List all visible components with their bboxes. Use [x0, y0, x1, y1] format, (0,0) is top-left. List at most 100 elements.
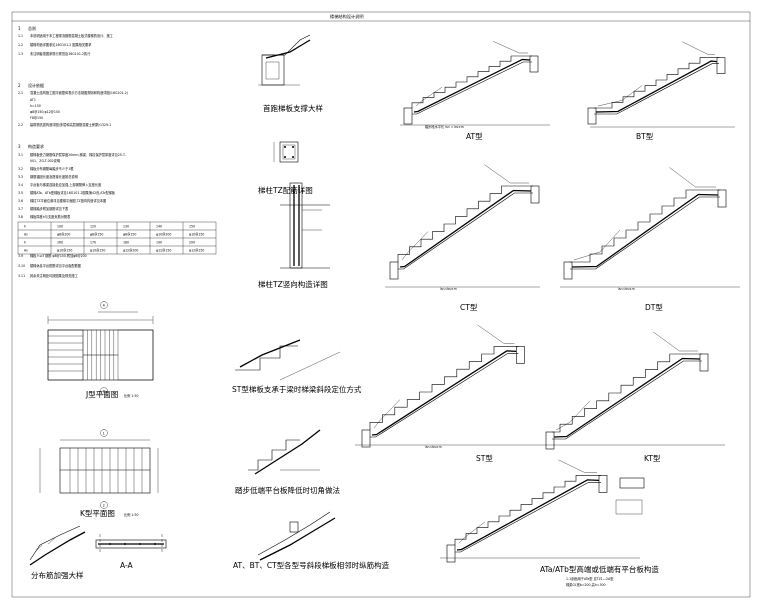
- axis-b-label: B: [103, 390, 105, 394]
- note-3-11-num: 3.11: [18, 274, 25, 278]
- tread-cut-detail: 踏步低端平台板降低时切角做法: [235, 429, 340, 495]
- ct-section: lsn=bs×m CT型: [385, 164, 540, 312]
- caption-tread-cut: 踏步低端平台板降低时切角做法: [235, 485, 340, 495]
- note-3-8-num: 3.8: [18, 215, 23, 219]
- caption-ata: ATa/ATb型高端或低端有平台板构造: [540, 564, 659, 574]
- note-1-2-num: 1.2: [18, 43, 23, 47]
- note-3-1-num: 3.1: [18, 153, 23, 157]
- caption-kt: KT型: [644, 454, 661, 463]
- caption-dist: 分布筋加强大样: [31, 570, 84, 580]
- note-1-1: 本说明适用于本工程现浇钢筋混凝土板式楼梯的设计、施工: [30, 33, 114, 38]
- table-cell: As: [24, 249, 28, 253]
- table-cell: 130: [123, 225, 129, 229]
- table-cell: 150: [189, 225, 195, 229]
- j-type-plan: A B J型平面图 比例 1:50: [47, 301, 154, 399]
- note-3-2-num: 3.2: [18, 167, 23, 171]
- note-3-8: 梯板厚度h与支座负筋对照表: [30, 214, 71, 219]
- st-fix-detail: ST型梯板支承于梁时梯梁斜段定位方式: [232, 339, 362, 394]
- k-type-plan: 1 2 K型平面图 比例 1:50: [39, 429, 159, 518]
- note-3-10-num: 3.10: [18, 264, 25, 268]
- note-s1-num: 1: [18, 26, 21, 31]
- table-cell: h: [24, 225, 26, 229]
- note-3-1b: 001、ZG-T-002说明: [30, 158, 60, 163]
- ata-atb-section: ATa/ATb型高端或低端有平台板构造 1-1剖面用于ATa型 见TZ1—2A型…: [440, 459, 659, 587]
- table-cell: φ12@150: [156, 249, 171, 253]
- note-2-2-num: 2.2: [18, 123, 23, 127]
- note-3-5-num: 3.5: [18, 191, 23, 195]
- table-cell: 160: [57, 241, 63, 245]
- caption-tz-vertical: 梯柱TZ竖向构造详图: [258, 279, 328, 289]
- st-section: lsn=bs×m ST型: [355, 324, 540, 463]
- note-3-4-num: 3.4: [18, 183, 23, 187]
- kt-section: KT型: [540, 331, 725, 463]
- note-3-10: 楼梯休息平台配筋详见平台板配筋图: [30, 263, 81, 268]
- general-notes-tail: 3.9 梯板 h≥3 钢筋 φ8@150,附加φ6@200 3.10 楼梯休息平…: [18, 253, 87, 278]
- note-2-line-3: φ8@150;φ12@150: [30, 110, 60, 114]
- k-plan-scale: 比例 1:50: [124, 512, 139, 517]
- note-1-2: 楼梯构造详图参见16G101-2 图集相关要求: [30, 42, 92, 47]
- table-cell: As: [24, 233, 28, 237]
- caption-aa: A-A: [120, 561, 134, 570]
- aa-section: A-A: [95, 534, 167, 570]
- axis-bubble-a: [100, 301, 108, 309]
- at-span-label: 踏步段水平长 lsn = bs×m: [425, 124, 464, 129]
- table-cell: φ8@200: [57, 233, 70, 237]
- j-plan-scale: 比例 1:50: [124, 393, 139, 398]
- bt-section: BT型: [587, 41, 735, 141]
- sheet-title: 楼梯结构设计说明: [330, 13, 364, 20]
- note-2-2: 建筑物抗震构造详图(多层和高层钢筋混凝土房屋)G329-1: [30, 122, 111, 127]
- table-cell: h: [24, 241, 26, 245]
- note-1-1-num: 1.1: [18, 34, 23, 38]
- st-span-label: lsn=bs×m: [425, 445, 442, 449]
- at-section: 踏步段水平长 lsn = bs×m AT型: [400, 41, 550, 141]
- table-cell: 190: [156, 241, 162, 245]
- table-cell: 180: [123, 241, 129, 245]
- note-1-3-num: 1.3: [18, 52, 23, 56]
- table-cell: φ8@150: [90, 233, 103, 237]
- longbar-detail: AT、BT、CT型各型号斜段梯板相邻时纵筋构造: [233, 511, 390, 570]
- table-cell: 120: [90, 225, 96, 229]
- note-3-7: 楼梯踏步附加钢筋详见下表: [30, 206, 69, 211]
- note-3-9-num: 3.9: [18, 254, 23, 258]
- caption-k-plan: K型平面图: [80, 509, 115, 518]
- note-3-1: 楼梯板受力钢筋保护层厚度20mm,梯梁、梯柱保护层厚度详见25-T-: [30, 152, 126, 157]
- caption-dt: DT型: [645, 303, 663, 312]
- caption-st-fix: ST型梯板支承于梁时梯梁斜段定位方式: [232, 384, 362, 394]
- caption-ct: CT型: [460, 303, 478, 312]
- axis-2-label: 2: [103, 504, 105, 508]
- note-3-3: 钢筋锚固长度及搭接长度按总说明: [30, 174, 78, 179]
- distribution-rebar-detail: 分布筋加强大样: [29, 525, 86, 580]
- dt-span-label: lsn=bs×m: [618, 287, 635, 291]
- caption-j-plan: J型平面图: [85, 390, 118, 399]
- table-cell: φ10@150: [189, 233, 204, 237]
- note-2-line-2: h=150: [30, 104, 41, 108]
- table-cell: φ12@150: [189, 249, 204, 253]
- table-cell: 140: [156, 225, 162, 229]
- note-3-3-num: 3.3: [18, 175, 23, 179]
- first-step-support-detail: 首跑梯板支撑大样: [258, 34, 323, 113]
- caption-at: AT型: [466, 132, 483, 141]
- tz-rebar-detail: 梯柱TZ配筋详图: [258, 141, 313, 195]
- axis-bubble-b: [100, 387, 108, 395]
- axis-1-label: 1: [103, 432, 105, 436]
- ata-note: 1-1剖面用于ATa型 见TZ1—2A型: [566, 576, 614, 581]
- note-3-4: 平台板与梯梁连接处应加强,上部钢筋伸入支座长度: [30, 182, 102, 187]
- note-1-3: 未注明者按国家现行规范及16G101-2执行: [30, 51, 91, 56]
- outer-border: [11, 11, 751, 598]
- table-cell: φ8@150: [123, 233, 136, 237]
- note-3-11: 其余未注明处均按图集及规范施工: [30, 273, 79, 278]
- note-s1-head: 总则: [28, 25, 36, 31]
- note-2-1: 混凝土结构施工图平面整体表示方法制图规则和构造详图(16G101-2): [30, 90, 128, 95]
- note-2-line-1: AT1: [30, 98, 36, 102]
- tz-vertical-detail: 梯柱TZ竖向构造详图: [258, 182, 330, 289]
- axis-a-label: A: [103, 304, 106, 308]
- table-cell: 100: [57, 225, 63, 229]
- note-3-5: 楼梯ATa、ATb型梯板详见16G101-2图集第42页,ATc型梯板: [30, 190, 116, 195]
- caption-tz-rebar: 梯柱TZ配筋详图: [258, 185, 313, 195]
- table-cell: 200: [189, 241, 195, 245]
- table-cell: φ10@200: [156, 233, 171, 237]
- note-3-6: 梯柱TZ平面位置详见楼梯平面图,TZ竖向构造详见本图: [30, 198, 106, 203]
